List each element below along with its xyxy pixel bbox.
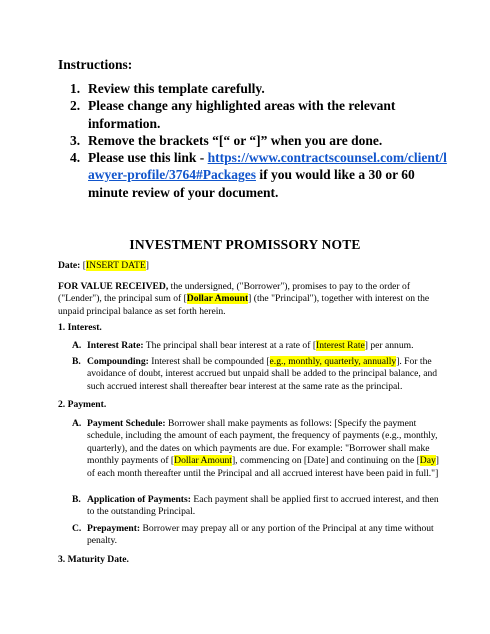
interest-rate-placeholder: Interest Rate <box>316 340 365 351</box>
document-title: INVESTMENT PROMISSORY NOTE <box>129 237 361 252</box>
section-heading-payment: 2. Payment. <box>58 399 107 410</box>
clause-letter: C. <box>72 523 82 534</box>
instruction-text: if you would like a 30 or 60 minute revi… <box>88 167 415 200</box>
bracket: ] <box>145 260 149 271</box>
clause-letter: A. <box>72 340 82 351</box>
clause-label: Interest Rate: <box>87 340 144 351</box>
clause-text: The principal shall bear interest at a r… <box>143 340 317 351</box>
clause-text: Borrower shall make payments as follows:… <box>87 418 438 467</box>
instructions-heading: Instructions: <box>58 57 133 72</box>
section-heading-interest: 1. Interest. <box>58 322 102 333</box>
interest-rate-clause: A. Interest Rate: The principal shall be… <box>72 340 442 352</box>
bracket: [ <box>80 260 86 271</box>
intro-paragraph: FOR VALUE RECEIVED, the undersigned, ("B… <box>58 281 440 318</box>
clause-text: Each payment shall be applied first to a… <box>87 494 439 518</box>
intro-text: the undersigned, ("Borrower"), promises … <box>58 281 411 305</box>
clause-label: Prepayment: <box>87 523 141 534</box>
prepayment-clause: C. Prepayment: Borrower may prepay all o… <box>72 523 442 548</box>
compounding-clause: B. Compounding: Interest shall be compou… <box>72 356 442 393</box>
payment-schedule-clause: A. Payment Schedule: Borrower shall make… <box>72 418 442 480</box>
instruction-text: Remove the brackets “[“ or “]” when you … <box>88 132 383 148</box>
principal-amount-placeholder: Dollar Amount <box>186 293 249 305</box>
instruction-text: Please change any highlighted areas with… <box>88 98 396 131</box>
clause-text: ], commencing on [Date] and continuing o… <box>231 455 420 467</box>
clause-text: ] of each month thereafter until the Pri… <box>87 455 439 479</box>
section-heading-maturity: 3. Maturity Date. <box>58 554 129 565</box>
clause-text: Borrower may prepay all or any portion o… <box>87 523 434 547</box>
instruction-number: 4. <box>70 150 81 166</box>
instruction-text: Please use this link - <box>88 150 208 166</box>
instruction-text: Review this template carefully. <box>88 81 265 96</box>
payment-amount-placeholder: Dollar Amount <box>174 455 232 467</box>
date-placeholder: INSERT DATE <box>85 260 146 271</box>
clause-text: Interest shall be compounded [ <box>148 356 270 367</box>
compounding-placeholder: e.g., monthly, quarterly, annually <box>269 356 397 367</box>
instruction-item: 2. Please change any highlighted areas w… <box>70 97 450 132</box>
instruction-number: 2. <box>70 98 81 114</box>
instruction-item: 4. Please use this link - https://www.co… <box>70 149 450 201</box>
clause-text: ]. For the avoidance of doubt, interest … <box>87 356 438 392</box>
instruction-item: 1. Review this template carefully. <box>70 80 450 97</box>
lawyer-profile-link[interactable]: https://www.contractscounsel.com/client/… <box>88 150 447 183</box>
clause-letter: A. <box>72 418 82 429</box>
date-label: Date: <box>58 260 81 271</box>
payment-day-placeholder: Day <box>419 455 436 467</box>
clause-text: ] per annum. <box>364 340 414 351</box>
clause-label: Compounding: <box>87 356 149 367</box>
instruction-item: 3. Remove the brackets “[“ or “]” when y… <box>70 132 450 149</box>
application-of-payments-clause: B. Application of Payments: Each payment… <box>72 494 442 519</box>
clause-label: Application of Payments: <box>87 494 191 505</box>
date-line: Date: [INSERT DATE] <box>58 260 440 272</box>
clause-letter: B. <box>72 494 81 505</box>
clause-label: Payment Schedule: <box>87 418 166 429</box>
instructions-list: 1. Review this template carefully. 2. Pl… <box>70 80 450 201</box>
intro-lead: FOR VALUE RECEIVED, <box>58 281 169 292</box>
instruction-number: 3. <box>70 132 81 148</box>
intro-text: ] (the "Principal"), together with inter… <box>58 293 430 317</box>
instruction-number: 1. <box>70 81 81 96</box>
clause-letter: B. <box>72 356 81 367</box>
